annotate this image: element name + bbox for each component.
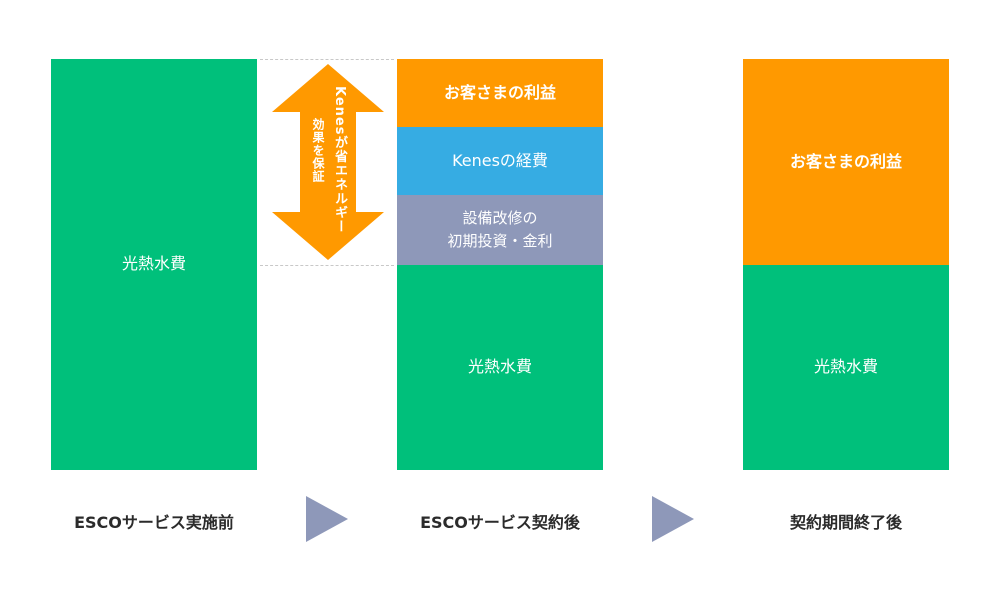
guarantee-text-line2: 効果を保証 — [311, 118, 325, 183]
top-dashed-guide — [260, 59, 394, 60]
triangle-right-icon — [652, 496, 694, 542]
triangle-right-icon — [306, 496, 348, 542]
bottom-dashed-guide — [260, 265, 394, 266]
before-utility-cost-label: 光熱水費 — [121, 254, 186, 274]
double-headed-arrow-icon — [272, 64, 384, 260]
after-contract-label: ESCOサービス契約後 — [420, 513, 580, 532]
contract-utility-cost-block: 光熱水費 — [397, 265, 603, 470]
initial-investment-label-line1: 設備改修の — [462, 208, 538, 227]
initial-investment-block: 設備改修の 初期投資・金利 — [397, 195, 603, 265]
end-utility-cost-block: 光熱水費 — [743, 265, 949, 470]
end-utility-cost-label: 光熱水費 — [813, 357, 878, 377]
before-esco-label: ESCOサービス実施前 — [74, 513, 234, 532]
before-utility-cost-block: 光熱水費 — [51, 59, 257, 470]
end-customer-benefit-label: お客さまの利益 — [789, 151, 902, 171]
guarantee-text-line1: Kenesが省エネルギー — [332, 86, 347, 234]
initial-investment-label-line2: 初期投資・金利 — [447, 232, 553, 250]
kenes-expense-label: Kenesの経費 — [452, 150, 548, 170]
end-customer-benefit-block: お客さまの利益 — [743, 59, 949, 265]
after-term-label: 契約期間終了後 — [789, 513, 902, 532]
contract-utility-cost-label: 光熱水費 — [467, 357, 532, 377]
kenes-expense-block: Kenesの経費 — [397, 127, 603, 195]
contract-customer-benefit-block: お客さまの利益 — [397, 59, 603, 127]
contract-customer-benefit-label: お客さまの利益 — [443, 82, 556, 102]
